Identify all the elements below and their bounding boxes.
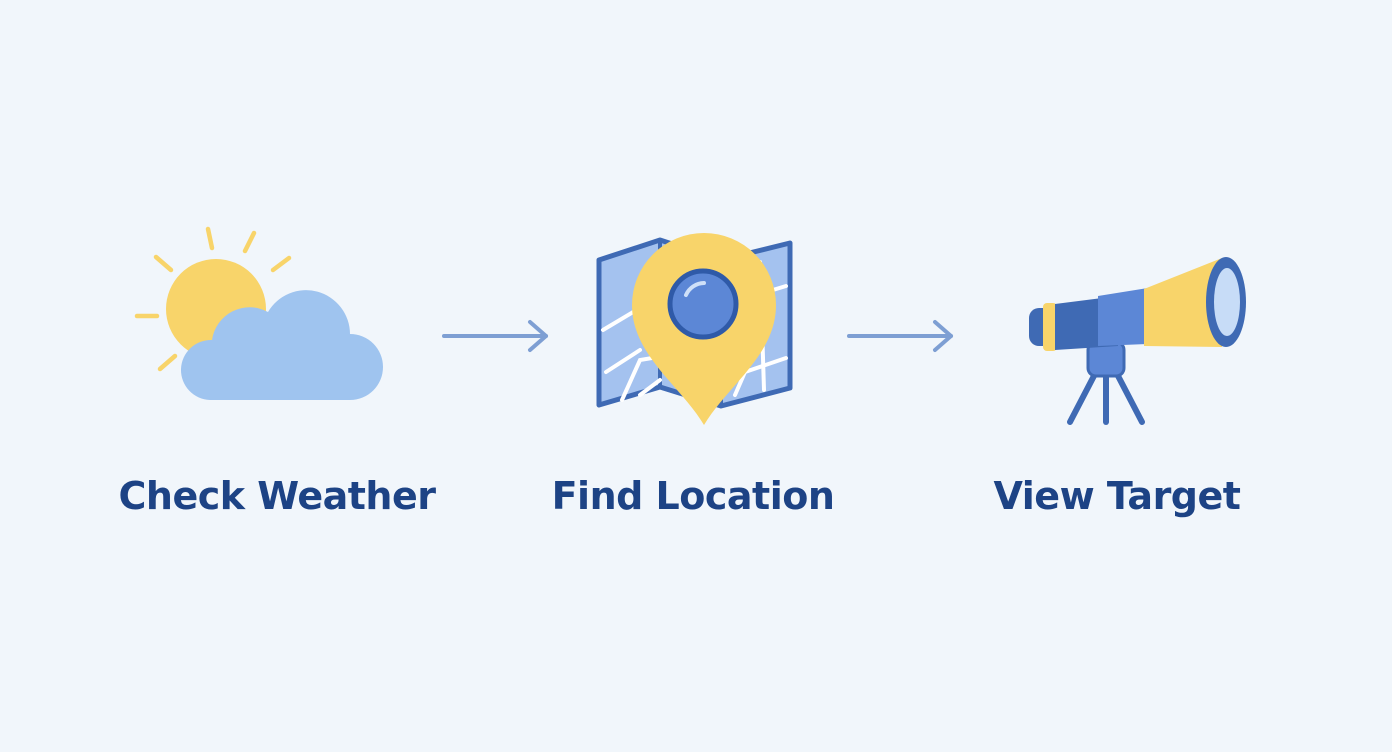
sun-rays — [134, 226, 292, 372]
step-label-view-target: View Target — [993, 474, 1241, 518]
cloud-body — [180, 290, 383, 400]
telescope-icon — [1029, 257, 1246, 425]
step-label-check-weather: Check Weather — [118, 474, 436, 518]
map-pin-icon — [596, 233, 793, 425]
arrow-right-icon — [442, 320, 548, 352]
tripod — [1067, 369, 1145, 425]
step-label-find-location: Find Location — [551, 474, 835, 518]
sun-cloud-icon — [134, 226, 383, 400]
arrow-right-icon — [847, 320, 953, 352]
pin-lens — [667, 268, 739, 340]
